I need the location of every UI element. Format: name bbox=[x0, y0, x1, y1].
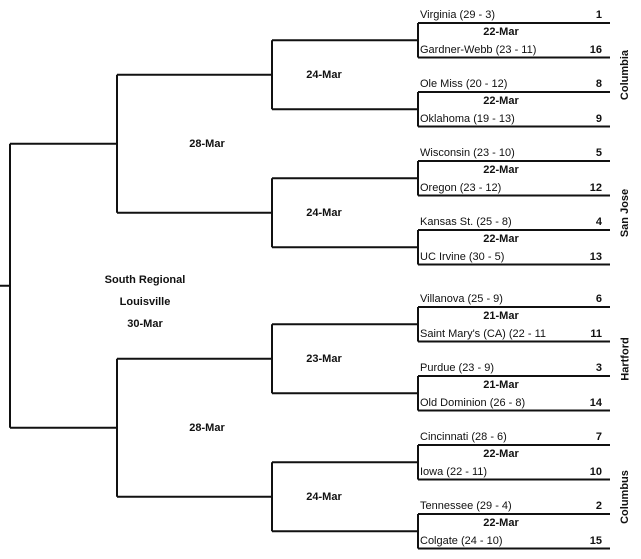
team-seed: 10 bbox=[589, 465, 602, 478]
team-name: Oregon (23 - 12) bbox=[420, 181, 502, 194]
team-name: Virginia (29 - 3) bbox=[420, 9, 495, 21]
sweet16-date: 28-Mar bbox=[189, 137, 225, 150]
team-name: Villanova (25 - 9) bbox=[420, 293, 503, 305]
site-label: Columbia bbox=[619, 49, 632, 100]
team-seed: 8 bbox=[595, 78, 602, 90]
first-round-date: 22-Mar bbox=[483, 164, 519, 177]
site-label: San Jose bbox=[619, 188, 632, 237]
first-round-date: 22-Mar bbox=[483, 26, 519, 39]
second-round-date: 24-Mar bbox=[306, 490, 342, 503]
first-round-date: 22-Mar bbox=[483, 517, 519, 530]
team-seed: 4 bbox=[595, 216, 602, 228]
team-seed: 1 bbox=[595, 9, 602, 21]
team-seed: 12 bbox=[589, 181, 602, 194]
team-name: Cincinnati (28 - 6) bbox=[420, 431, 507, 443]
team-name: Ole Miss (20 - 12) bbox=[420, 78, 508, 90]
first-round-date: 21-Mar bbox=[483, 310, 519, 323]
team-name: Wisconsin (23 - 10) bbox=[420, 147, 515, 159]
second-round-date: 24-Mar bbox=[306, 68, 342, 81]
team-seed: 9 bbox=[595, 112, 602, 125]
first-round-date: 22-Mar bbox=[483, 448, 519, 461]
team-seed: 5 bbox=[595, 147, 602, 159]
team-seed: 14 bbox=[589, 396, 602, 409]
team-seed: 6 bbox=[595, 293, 602, 305]
site-label: Columbus bbox=[618, 469, 631, 524]
team-seed: 16 bbox=[589, 43, 602, 56]
team-seed: 3 bbox=[595, 362, 602, 374]
team-seed: 7 bbox=[595, 431, 602, 443]
team-name: Iowa (22 - 11) bbox=[420, 465, 488, 478]
team-name: UC Irvine (30 - 5) bbox=[420, 250, 505, 263]
regional-city: Louisville bbox=[119, 296, 171, 308]
team-name: Saint Mary's (CA) (22 - 11 bbox=[420, 327, 546, 340]
second-round-date: 24-Mar bbox=[306, 206, 342, 219]
regional-info: South Regional Louisville 30-Mar bbox=[70, 269, 220, 335]
team-seed: 2 bbox=[595, 500, 602, 512]
team-name: Kansas St. (25 - 8) bbox=[420, 216, 512, 228]
sweet16-date: 28-Mar bbox=[189, 421, 225, 434]
regional-date: 30-Mar bbox=[127, 318, 163, 330]
team-name: Colgate (24 - 10) bbox=[420, 534, 503, 547]
team-name: Tennessee (29 - 4) bbox=[420, 500, 512, 512]
team-seed: 15 bbox=[589, 534, 602, 547]
team-name: Old Dominion (26 - 8) bbox=[420, 396, 526, 409]
team-seed: 11 bbox=[590, 327, 602, 340]
team-name: Purdue (23 - 9) bbox=[420, 362, 494, 374]
site-label: Hartford bbox=[619, 337, 632, 381]
team-seed: 13 bbox=[589, 250, 602, 263]
first-round-date: 21-Mar bbox=[483, 379, 519, 392]
first-round-date: 22-Mar bbox=[483, 95, 519, 108]
second-round-date: 23-Mar bbox=[306, 352, 342, 365]
team-name: Gardner-Webb (23 - 11) bbox=[420, 43, 537, 56]
regional-title: South Regional bbox=[104, 274, 186, 286]
team-name: Oklahoma (19 - 13) bbox=[420, 112, 515, 125]
first-round-date: 22-Mar bbox=[483, 233, 519, 246]
